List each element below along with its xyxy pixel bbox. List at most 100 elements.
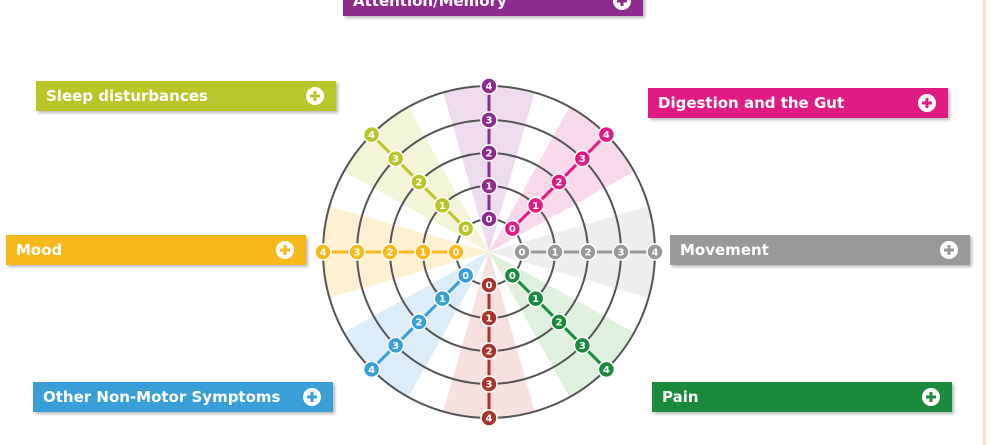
level-node-other-1[interactable]: 1 bbox=[433, 289, 452, 308]
level-node-mood-2[interactable]: 2 bbox=[381, 243, 399, 261]
svg-text:0: 0 bbox=[486, 281, 493, 292]
level-node-unlabeled-red-3[interactable]: 3 bbox=[480, 375, 498, 393]
level-node-mood-0[interactable]: 0 bbox=[447, 243, 465, 261]
plus-circle-icon[interactable] bbox=[303, 388, 321, 406]
svg-text:3: 3 bbox=[618, 248, 625, 259]
svg-text:3: 3 bbox=[579, 341, 586, 352]
level-node-movement-4[interactable]: 4 bbox=[646, 243, 664, 261]
category-digestion-button[interactable]: Digestion and the Gut bbox=[648, 88, 948, 118]
level-node-other-2[interactable]: 2 bbox=[410, 313, 428, 331]
plus-circle-icon[interactable] bbox=[613, 0, 631, 10]
svg-text:0: 0 bbox=[486, 215, 493, 226]
category-pain-button[interactable]: Pain bbox=[652, 382, 952, 412]
category-sleep-button[interactable]: Sleep disturbances bbox=[36, 81, 336, 111]
svg-text:2: 2 bbox=[416, 318, 423, 329]
category-attention-label: Attention/Memory bbox=[353, 0, 507, 10]
level-node-attention-1[interactable]: 1 bbox=[480, 177, 498, 195]
category-mood-button[interactable]: Mood bbox=[6, 235, 306, 265]
svg-text:2: 2 bbox=[387, 248, 394, 259]
svg-text:3: 3 bbox=[392, 341, 399, 352]
level-node-attention-3[interactable]: 3 bbox=[480, 111, 498, 129]
svg-text:1: 1 bbox=[532, 294, 539, 305]
svg-text:3: 3 bbox=[354, 248, 361, 259]
svg-text:3: 3 bbox=[579, 154, 586, 165]
level-node-sleep-0[interactable]: 0 bbox=[456, 219, 475, 238]
level-node-digestion-0[interactable]: 0 bbox=[503, 219, 522, 238]
category-other-label: Other Non-Motor Symptoms bbox=[43, 388, 281, 406]
level-node-digestion-4[interactable]: 4 bbox=[597, 125, 616, 144]
svg-text:4: 4 bbox=[320, 248, 327, 259]
svg-text:1: 1 bbox=[439, 294, 446, 305]
level-node-movement-2[interactable]: 2 bbox=[579, 243, 597, 261]
level-node-mood-3[interactable]: 3 bbox=[348, 243, 366, 261]
level-node-pain-1[interactable]: 1 bbox=[526, 289, 545, 308]
svg-text:0: 0 bbox=[509, 271, 516, 282]
plus-circle-icon[interactable] bbox=[918, 94, 936, 112]
level-node-sleep-3[interactable]: 3 bbox=[386, 149, 405, 168]
plus-circle-icon[interactable] bbox=[940, 241, 958, 259]
svg-text:2: 2 bbox=[585, 248, 592, 259]
level-node-unlabeled-red-1[interactable]: 1 bbox=[480, 309, 498, 327]
level-node-pain-4[interactable]: 4 bbox=[597, 360, 616, 379]
level-node-digestion-1[interactable]: 1 bbox=[526, 196, 545, 215]
level-node-unlabeled-red-0[interactable]: 0 bbox=[480, 276, 498, 294]
svg-text:0: 0 bbox=[509, 224, 516, 235]
level-node-pain-0[interactable]: 0 bbox=[503, 266, 522, 285]
svg-text:4: 4 bbox=[368, 130, 375, 141]
plus-circle-icon[interactable] bbox=[306, 87, 324, 105]
svg-text:2: 2 bbox=[556, 318, 563, 329]
level-node-unlabeled-red-4[interactable]: 4 bbox=[480, 409, 498, 427]
svg-text:1: 1 bbox=[486, 182, 493, 193]
level-node-attention-4[interactable]: 4 bbox=[480, 77, 498, 95]
level-node-movement-0[interactable]: 0 bbox=[513, 243, 531, 261]
level-node-movement-1[interactable]: 1 bbox=[546, 243, 564, 261]
svg-text:1: 1 bbox=[486, 314, 493, 325]
svg-text:0: 0 bbox=[453, 248, 460, 259]
level-node-mood-1[interactable]: 1 bbox=[414, 243, 432, 261]
svg-text:4: 4 bbox=[603, 365, 610, 376]
svg-text:2: 2 bbox=[486, 149, 493, 160]
plus-circle-icon[interactable] bbox=[922, 388, 940, 406]
category-other-button[interactable]: Other Non-Motor Symptoms bbox=[33, 382, 333, 412]
level-node-other-4[interactable]: 4 bbox=[362, 360, 381, 379]
svg-text:1: 1 bbox=[552, 248, 559, 259]
level-node-attention-0[interactable]: 0 bbox=[480, 210, 498, 228]
svg-text:4: 4 bbox=[652, 248, 659, 259]
svg-text:0: 0 bbox=[462, 271, 469, 282]
plus-circle-icon[interactable] bbox=[276, 241, 294, 259]
category-movement-button[interactable]: Movement bbox=[670, 235, 970, 265]
svg-text:4: 4 bbox=[486, 414, 493, 425]
level-node-attention-2[interactable]: 2 bbox=[480, 144, 498, 162]
svg-text:2: 2 bbox=[486, 347, 493, 358]
category-mood-label: Mood bbox=[16, 241, 63, 259]
level-node-pain-3[interactable]: 3 bbox=[573, 336, 592, 355]
svg-text:1: 1 bbox=[532, 201, 539, 212]
category-pain-label: Pain bbox=[662, 388, 699, 406]
level-node-sleep-1[interactable]: 1 bbox=[433, 196, 452, 215]
svg-text:0: 0 bbox=[519, 248, 526, 259]
category-movement-label: Movement bbox=[680, 241, 769, 259]
level-node-sleep-2[interactable]: 2 bbox=[410, 173, 428, 191]
category-attention-button[interactable]: Attention/Memory bbox=[343, 0, 643, 16]
category-sleep-label: Sleep disturbances bbox=[46, 87, 208, 105]
category-digestion-label: Digestion and the Gut bbox=[658, 94, 845, 112]
level-node-digestion-2[interactable]: 2 bbox=[550, 173, 568, 191]
level-node-pain-2[interactable]: 2 bbox=[550, 313, 568, 331]
svg-text:4: 4 bbox=[368, 365, 375, 376]
level-node-unlabeled-red-2[interactable]: 2 bbox=[480, 342, 498, 360]
level-node-other-0[interactable]: 0 bbox=[456, 266, 475, 285]
level-node-sleep-4[interactable]: 4 bbox=[362, 125, 381, 144]
svg-text:2: 2 bbox=[416, 177, 423, 188]
svg-text:3: 3 bbox=[486, 116, 493, 127]
level-node-mood-4[interactable]: 4 bbox=[314, 243, 332, 261]
svg-text:0: 0 bbox=[462, 224, 469, 235]
level-node-other-3[interactable]: 3 bbox=[386, 336, 405, 355]
svg-text:4: 4 bbox=[486, 82, 493, 93]
level-node-movement-3[interactable]: 3 bbox=[612, 243, 630, 261]
svg-text:2: 2 bbox=[556, 177, 563, 188]
level-node-digestion-3[interactable]: 3 bbox=[573, 149, 592, 168]
svg-text:1: 1 bbox=[420, 248, 427, 259]
